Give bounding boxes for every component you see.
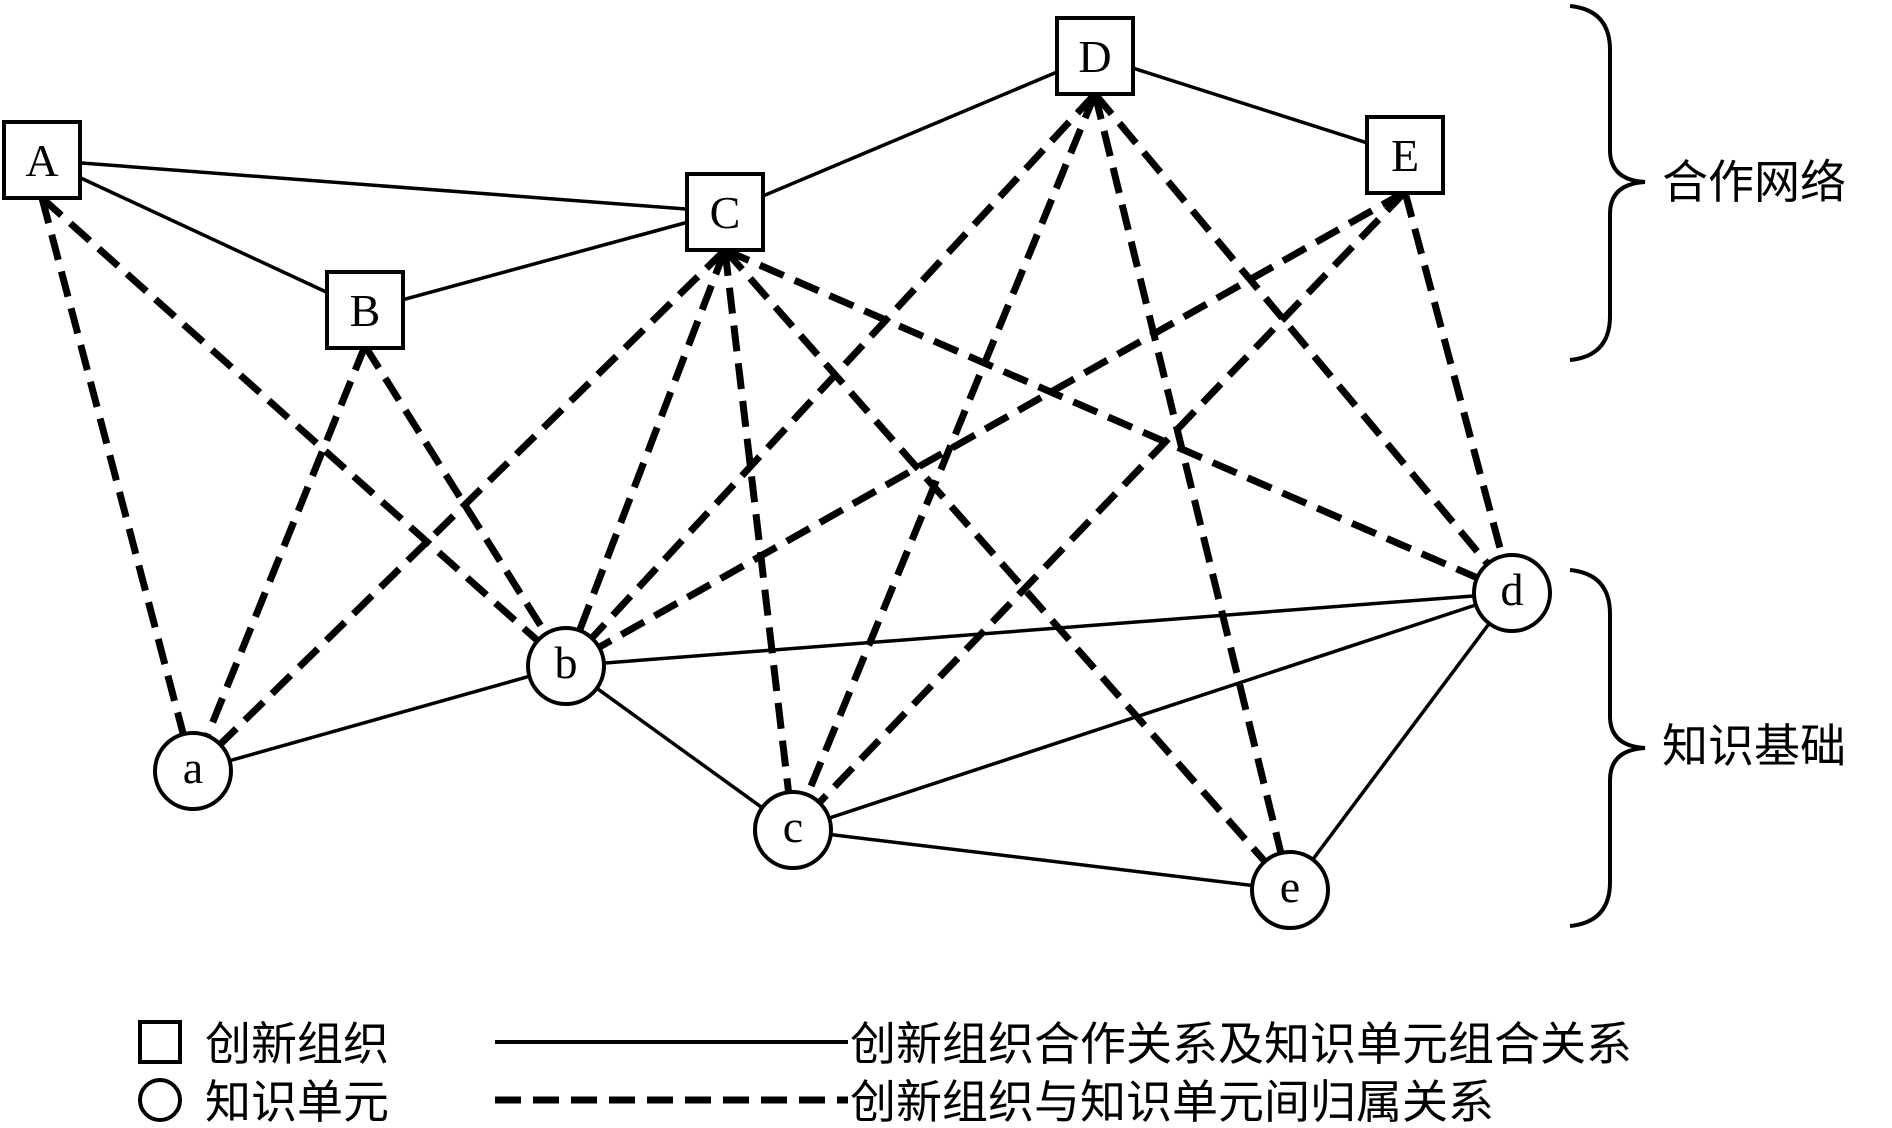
dashed-edge-D-b [563, 91, 1098, 669]
legend-dashed-label: 创新组织与知识单元间归属关系 [850, 1075, 1494, 1128]
dashed-edge-B-b [362, 344, 569, 668]
dashed-edge-E-d [1401, 191, 1516, 594]
node-label-C: C [710, 187, 741, 238]
node-label-b: b [555, 637, 578, 688]
dashed-edge-A-a [38, 197, 197, 772]
dashed-edge-D-e [1091, 93, 1294, 891]
unit-node-e [1250, 850, 1330, 930]
unit-node-c [753, 790, 833, 870]
org-node-E [1365, 115, 1445, 195]
legend-solid-label: 创新组织合作关系及知识单元组合关系 [850, 1017, 1632, 1071]
solid-edge-c-e [792, 828, 1291, 892]
dashed-edge-C-e [722, 247, 1293, 893]
dashed-edge-C-c [721, 249, 797, 831]
legend: 创新组织 知识单元 创新组织合作关系及知识单元组合关系 创新组织与知识单元间归属… [138, 1017, 1632, 1128]
solid-edge-D-E [1094, 54, 1406, 157]
legend-org-label: 创新组织 [205, 1017, 389, 1071]
nodes-group: A B C D Ea b c d e [2, 16, 1552, 930]
unit-node-b [526, 626, 606, 706]
legend-unit-circle-icon [138, 1078, 182, 1122]
node-label-a: a [183, 742, 203, 793]
dashed-edge-C-a [190, 247, 728, 774]
unit-node-d [1472, 553, 1552, 633]
dashed-edge-E-b [564, 188, 1407, 670]
legend-org-square-icon [138, 1020, 182, 1064]
dashed-edge-C-d [723, 246, 1514, 597]
dashed-edge-C-b [562, 248, 729, 668]
solid-edge-b-d [565, 591, 1513, 668]
node-label-c: c [783, 801, 803, 852]
solid-edge-b-c [564, 664, 795, 832]
solid-edges-group [41, 54, 1514, 892]
dashed-edge-A-b [39, 195, 569, 669]
solid-edge-B-C [364, 210, 726, 312]
cooperation-network-label: 合作网络 [1662, 155, 1846, 209]
solid-edge-d-e [1288, 591, 1514, 892]
dashed-edges-group [38, 91, 1516, 893]
dashed-edge-B-a [189, 344, 369, 773]
node-label-e: e [1280, 861, 1300, 912]
node-label-A: A [25, 135, 58, 186]
dashed-edge-D-c [789, 92, 1099, 832]
org-node-D [1055, 16, 1135, 96]
solid-edge-a-b [192, 664, 567, 773]
org-node-C [685, 172, 765, 252]
node-label-d: d [1501, 564, 1524, 615]
legend-unit-label: 知识单元 [205, 1075, 389, 1128]
knowledge-base-bracket [1569, 568, 1646, 928]
solid-edge-A-B [41, 158, 366, 312]
unit-node-a [153, 731, 233, 811]
cooperation-network-bracket [1569, 4, 1646, 362]
node-label-E: E [1391, 130, 1419, 181]
dashed-edge-E-c [790, 189, 1408, 833]
solid-edge-c-d [792, 591, 1513, 832]
node-label-D: D [1078, 31, 1111, 82]
dashed-edge-D-d [1092, 91, 1515, 596]
solid-edge-A-C [41, 158, 726, 214]
node-label-B: B [350, 285, 381, 336]
solid-edge-C-D [724, 54, 1096, 214]
org-node-A [2, 120, 82, 200]
org-node-B [325, 270, 405, 350]
knowledge-base-label: 知识基础 [1662, 719, 1846, 773]
